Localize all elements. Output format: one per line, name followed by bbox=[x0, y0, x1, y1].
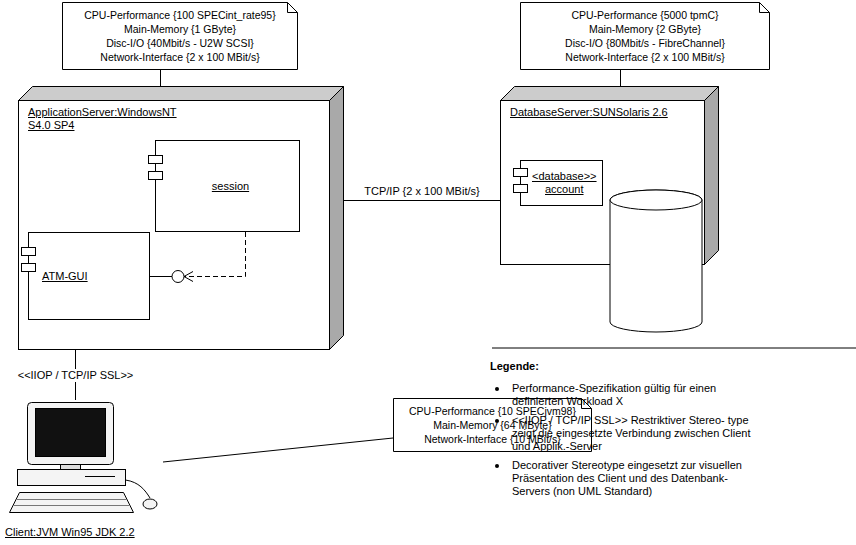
connector-path bbox=[344, 200, 500, 201]
legend-entry: Performance-Spezifikation gültig für ein… bbox=[490, 382, 762, 408]
keyboard bbox=[10, 493, 134, 513]
connector-line bbox=[344, 200, 500, 201]
note-text: Network-Interface {2 x 100 MBit/s} bbox=[565, 50, 724, 64]
legend-entry: Decorativer Stereotype eingesetzt zur vi… bbox=[490, 459, 762, 498]
connector-path bbox=[620, 70, 621, 86]
monitor-screen bbox=[36, 409, 106, 457]
mouse-cord bbox=[126, 480, 151, 498]
legend-text: Decorativer Stereotype eingesetzt zur vi… bbox=[512, 459, 762, 498]
component-name: ATM-GUI bbox=[42, 270, 88, 283]
dependency-arrow bbox=[150, 232, 246, 283]
component-name: <database>> bbox=[532, 170, 597, 183]
component-name: session bbox=[212, 180, 249, 193]
arrowhead bbox=[184, 272, 193, 282]
cylinder-top bbox=[610, 190, 702, 210]
monitor-neck bbox=[61, 465, 81, 470]
legend-bullet bbox=[495, 464, 499, 468]
connector-label: TCP/IP {2 x 100 MBit/s} bbox=[364, 185, 479, 198]
legend-title: Legende: bbox=[490, 360, 762, 373]
note-fold bbox=[288, 3, 298, 13]
component-port bbox=[22, 264, 36, 272]
legend-rule bbox=[492, 348, 856, 349]
legend-text: <<IIOP / TCP/IP SSL>> Restriktiver Stere… bbox=[512, 414, 762, 453]
note-fold bbox=[760, 3, 770, 13]
interface-stem bbox=[150, 276, 172, 277]
node-top-face bbox=[501, 87, 719, 101]
performance-note: CPU-Performance {5000 tpmC}Main-Memory {… bbox=[520, 2, 770, 70]
connector-line bbox=[620, 70, 621, 86]
component-shape bbox=[29, 233, 150, 320]
connector-label: <<IIOP / TCP/IP SSL>> bbox=[15, 369, 137, 382]
node-front-face bbox=[19, 101, 330, 350]
component-port bbox=[149, 172, 163, 180]
note-text: Disc-I/O {80Mbit/s - FibreChannel} bbox=[565, 36, 725, 50]
component-port bbox=[149, 156, 163, 164]
connector-path bbox=[160, 70, 161, 86]
drive-slot bbox=[85, 476, 115, 477]
desktop-case bbox=[18, 470, 126, 486]
connector-path bbox=[184, 232, 246, 277]
server-node: ApplicationServer:WindowsNT S4.0 SP4 sess… bbox=[18, 86, 344, 350]
server-node: DatabaseServer:SUNSolaris 2.6 <database>>… bbox=[500, 86, 719, 265]
interface-lollipop bbox=[172, 271, 184, 283]
connector-line bbox=[160, 70, 161, 86]
node-front-face bbox=[501, 101, 705, 265]
node-heading: DatabaseServer:SUNSolaris 2.6 bbox=[510, 106, 715, 119]
component-box: session bbox=[155, 140, 300, 232]
legend: Legende: Performance-Spezifikation gültig… bbox=[490, 360, 762, 504]
note-shape bbox=[521, 3, 770, 70]
note-shape bbox=[63, 3, 298, 70]
legend-text: Performance-Spezifikation gültig für ein… bbox=[512, 382, 762, 408]
disk-cylinder bbox=[610, 190, 702, 332]
note-text: Network-Interface {2 x 100 MBit/s} bbox=[100, 50, 259, 64]
component-name: account bbox=[545, 183, 584, 196]
note-text: Disc-I/O {40Mbit/s - U2W SCSI} bbox=[106, 36, 254, 50]
node-heading: ApplicationServer:WindowsNT S4.0 SP4 bbox=[28, 106, 188, 132]
node-side-face bbox=[330, 87, 344, 350]
node-heading: Client:JVM Win95 JDK 2.2 bbox=[5, 526, 135, 539]
note-text: Main-Memory {2 GByte} bbox=[589, 22, 701, 36]
component-port bbox=[514, 169, 528, 177]
database-component: <database>>account bbox=[520, 160, 603, 206]
legend-bullet bbox=[495, 419, 499, 423]
computer-icon bbox=[10, 403, 158, 513]
component-port bbox=[514, 185, 528, 193]
node-side-face bbox=[705, 87, 719, 265]
node-outline bbox=[5, 400, 163, 542]
component-port bbox=[22, 248, 36, 256]
note-text: CPU-Performance {5000 tpmC} bbox=[571, 8, 718, 22]
monitor-case bbox=[28, 403, 114, 465]
performance-note: CPU-Performance {100 SPECint_rate95}Main… bbox=[62, 2, 298, 70]
component-shape bbox=[156, 141, 300, 232]
note-text: CPU-Performance {100 SPECint_rate95} bbox=[84, 8, 275, 22]
note-text: Main-Memory {1 GByte} bbox=[124, 22, 236, 36]
component-shape bbox=[521, 161, 603, 206]
node-top-face bbox=[19, 87, 344, 101]
component-box: ATM-GUI bbox=[28, 232, 150, 320]
mouse bbox=[143, 499, 157, 509]
client-workstation: Client:JVM Win95 JDK 2.2 bbox=[5, 400, 163, 542]
keyboard-keys bbox=[14, 500, 129, 506]
legend-entry: <<IIOP / TCP/IP SSL>> Restriktiver Stere… bbox=[490, 414, 762, 453]
legend-bullet bbox=[495, 387, 499, 391]
connector-line bbox=[163, 438, 393, 462]
cylinder-body bbox=[610, 190, 702, 332]
connector-path bbox=[163, 438, 393, 462]
